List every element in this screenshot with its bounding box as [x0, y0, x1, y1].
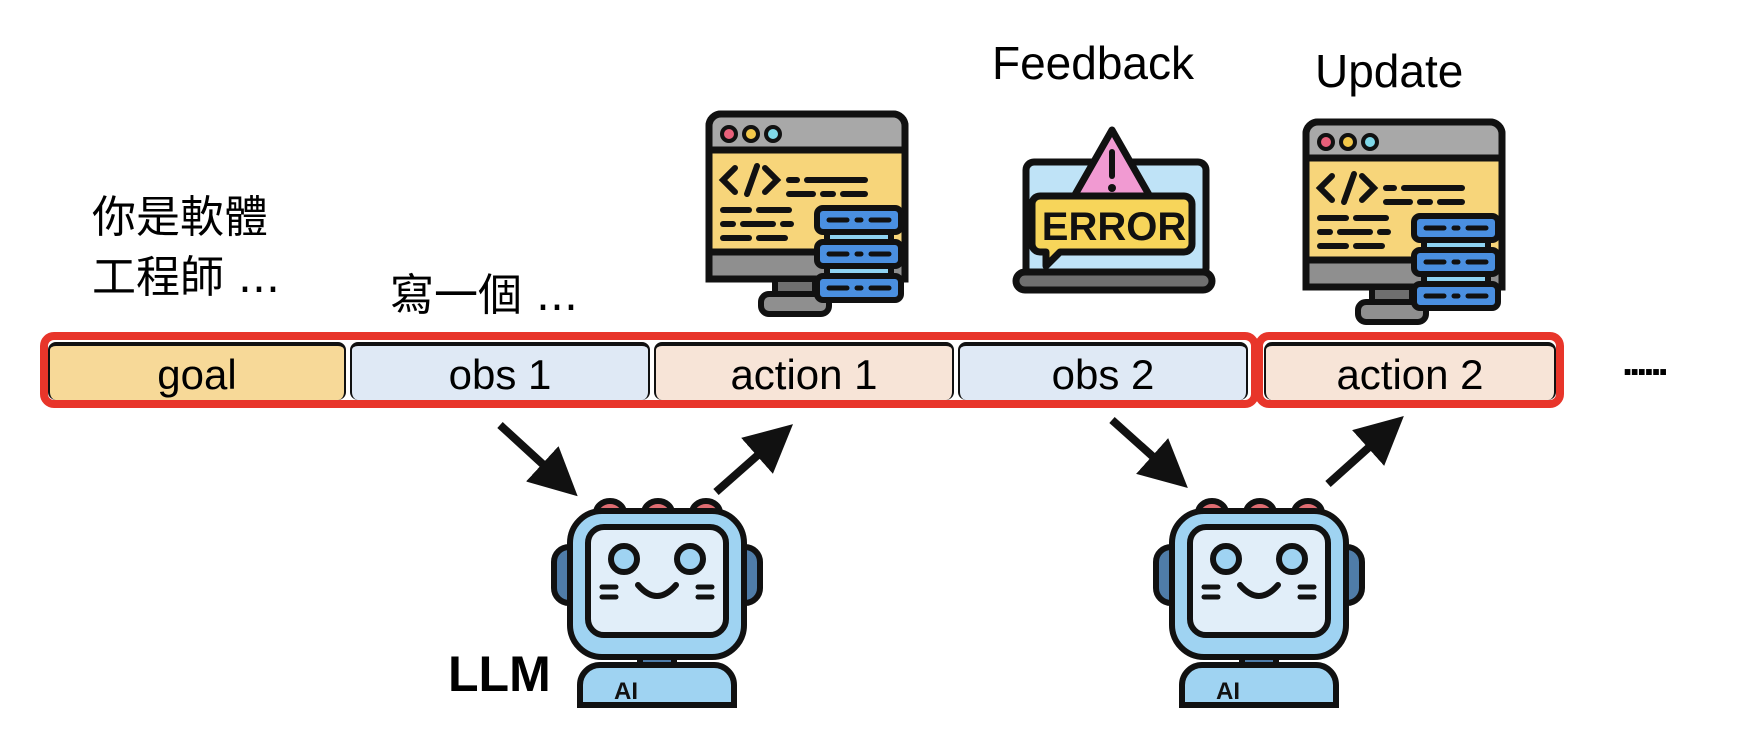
segment-action-1: action 1: [654, 342, 954, 400]
arrow-obs2-to-llm: [1109, 417, 1188, 489]
context-highlight-2: [1255, 332, 1564, 408]
goal-prompt-line1: 你是軟體: [92, 192, 268, 243]
segment-label: action 2: [1336, 351, 1484, 398]
error-laptop-icon: ERROR: [1012, 126, 1216, 294]
obs-prompt: 寫一個 ...: [390, 270, 578, 321]
arrow-obs1-to-llm: [497, 422, 578, 497]
segment-label: obs 2: [1051, 351, 1155, 398]
arrow-llm-to-action1: [713, 424, 794, 496]
error-text: ERROR: [1042, 205, 1187, 249]
continuation-ellipsis: ......: [1622, 340, 1669, 384]
robot-badge: AI: [1216, 678, 1240, 705]
ai-robot-icon: AI: [1153, 498, 1365, 708]
goal-prompt-line2: 工程師 ...: [92, 252, 280, 303]
segment-label: action 1: [730, 351, 878, 398]
segment-action-2: action 2: [1264, 342, 1556, 400]
ai-robot-icon: AI: [551, 498, 763, 708]
code-monitor-icon: [705, 110, 909, 317]
segment-obs-1: obs 1: [350, 342, 650, 400]
llm-label: LLM: [448, 646, 551, 702]
segment-goal: goal: [48, 342, 346, 400]
update-label: Update: [1315, 45, 1464, 97]
feedback-label: Feedback: [992, 37, 1195, 89]
segment-label: goal: [157, 351, 237, 398]
segment-label: obs 1: [448, 351, 552, 398]
arrow-llm-to-action2: [1325, 415, 1404, 487]
code-monitor-icon: [1302, 118, 1506, 325]
segment-obs-2: obs 2: [958, 342, 1248, 400]
robot-badge: AI: [614, 678, 638, 705]
